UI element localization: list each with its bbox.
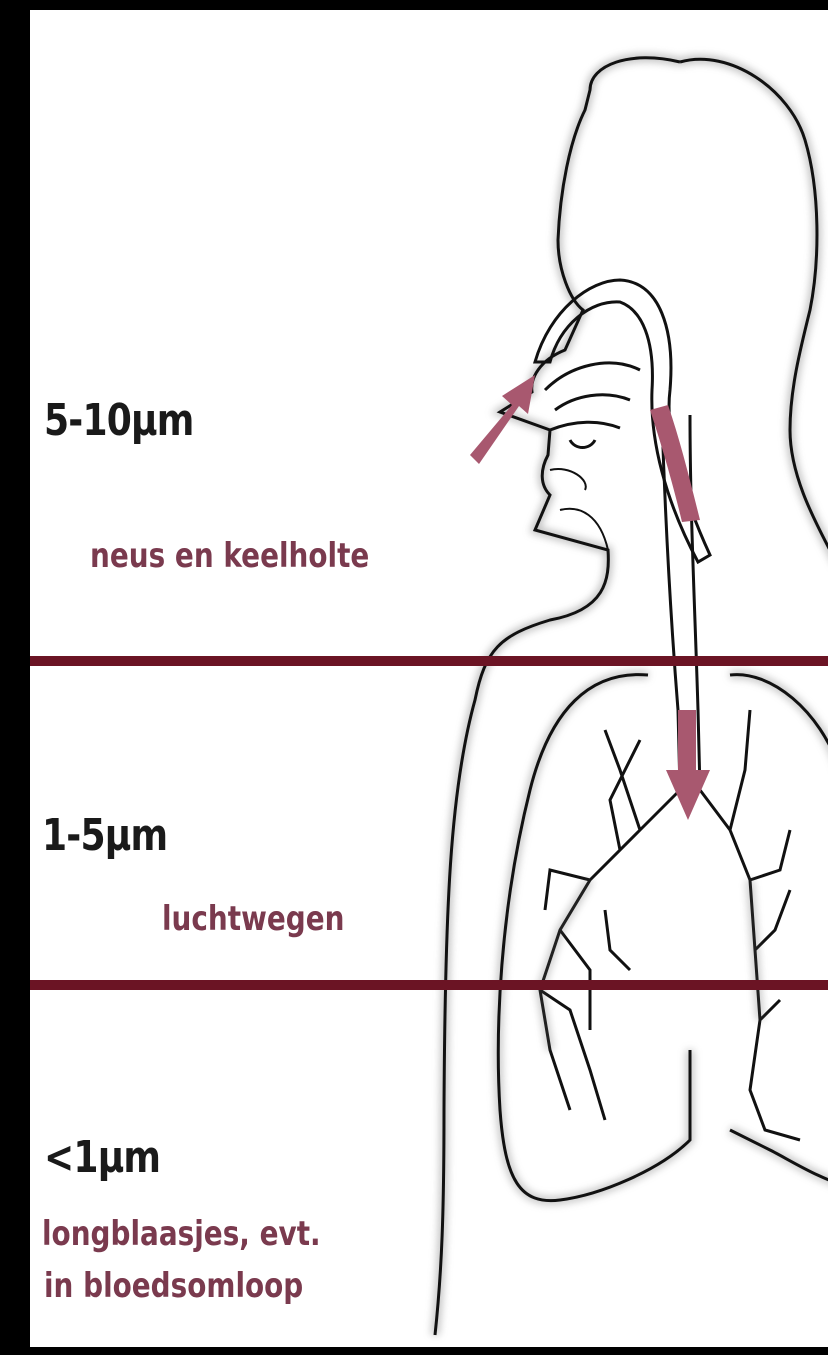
- zone-size-label-3: <1µm: [44, 1132, 160, 1183]
- left-lung: [498, 675, 690, 1201]
- zone-size-label-2: 1-5µm: [42, 810, 167, 861]
- zone-region-label-3-line-2: in bloedsomloop: [44, 1262, 303, 1311]
- body-outline-shadow: [435, 58, 828, 1335]
- zone-region-label-2: luchtwegen: [162, 895, 344, 944]
- zone-size-label-1: 5-10µm: [44, 395, 194, 446]
- right-lung: [730, 675, 828, 1190]
- nasal-cavity: [545, 363, 640, 448]
- trachea-arrow: [666, 710, 710, 820]
- zone-region-label-1: neus en keelholte: [90, 532, 369, 581]
- zone-region-label-3-line-1: longblaasjes, evt.: [42, 1210, 321, 1259]
- zone-boundary-line-1: [30, 656, 828, 666]
- lungs-shadow: [498, 675, 828, 1201]
- throat-arrow: [650, 405, 700, 522]
- body-outline: [435, 58, 828, 1335]
- zone-boundary-line-2: [30, 980, 828, 990]
- bronchial-tree-shadow: [540, 880, 760, 1050]
